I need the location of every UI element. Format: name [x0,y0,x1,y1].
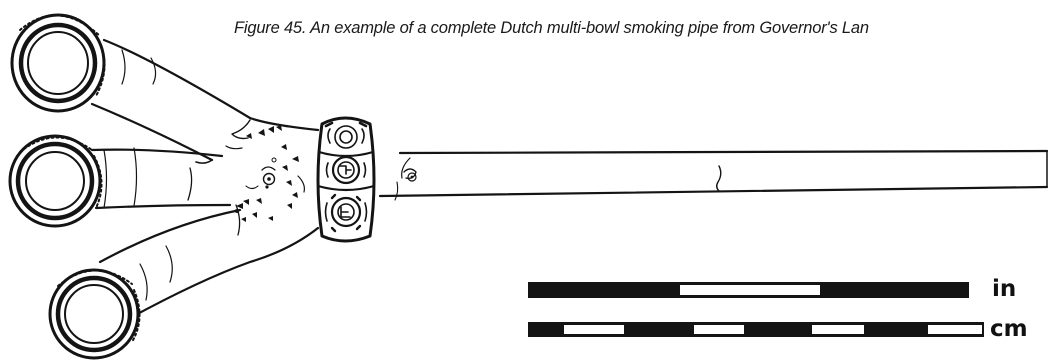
cm-scale-label: cm [990,316,1028,342]
upper-arm [90,38,252,164]
lower-bowl [48,268,141,360]
pipe-stem [378,149,1049,201]
lower-arm [98,208,252,320]
upper-bowl [10,13,106,113]
relief-marks [235,125,299,222]
stamped-collar [316,116,376,243]
collar-stamp-middle [325,155,367,185]
figure-caption: Figure 45. An example of a complete Dutc… [234,19,869,37]
collar-stamp-bottom [324,193,368,233]
inch-scale-bar [528,282,969,298]
inch-scale-label: in [992,276,1017,302]
pipe-junction [187,116,320,264]
collar-stamp-top [324,121,368,149]
middle-bowl [8,134,103,228]
cm-scale-bar [528,322,984,337]
middle-arm [90,147,232,210]
